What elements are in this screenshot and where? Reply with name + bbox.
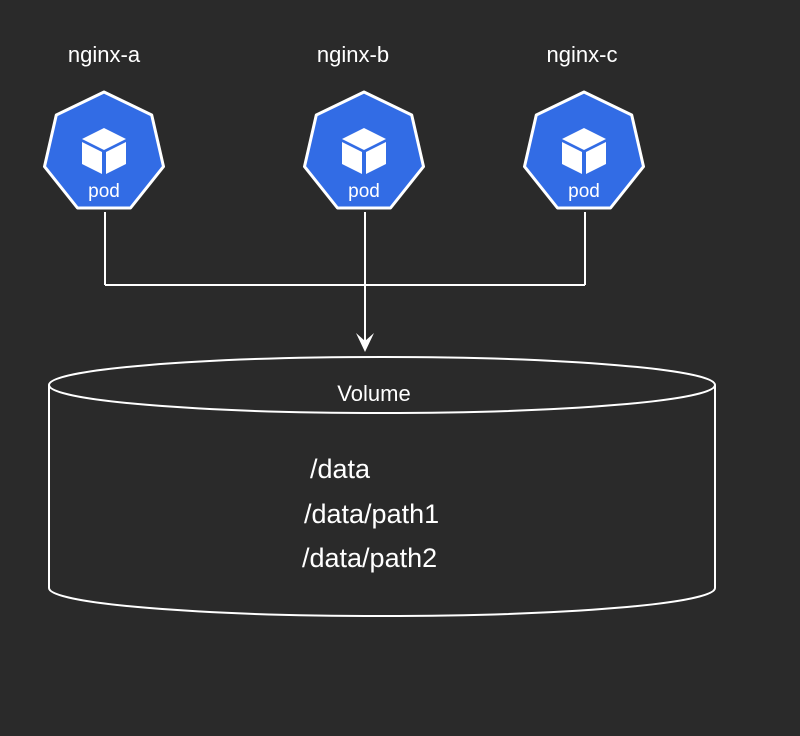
pod-icon[interactable]: pod: [303, 90, 425, 210]
pod-name-label: nginx-c: [547, 42, 618, 67]
volume-path: /data/path1: [304, 499, 439, 529]
pod-icon[interactable]: pod: [523, 90, 645, 210]
connector-lines: [104, 212, 586, 345]
volume-path: /data/path2: [302, 543, 437, 573]
pod-icon[interactable]: pod: [43, 90, 165, 210]
arrow-head-icon: [356, 333, 374, 352]
volume-path: /data: [310, 454, 371, 484]
pod-name-label: nginx-b: [317, 42, 389, 67]
volume-cylinder[interactable]: [48, 356, 716, 617]
pod-badge-label: pod: [568, 181, 600, 202]
pod-name-label: nginx-a: [68, 42, 141, 67]
pod-badge-label: pod: [348, 181, 380, 202]
volume-label: Volume: [337, 381, 410, 406]
pod-badge-label: pod: [88, 181, 120, 202]
